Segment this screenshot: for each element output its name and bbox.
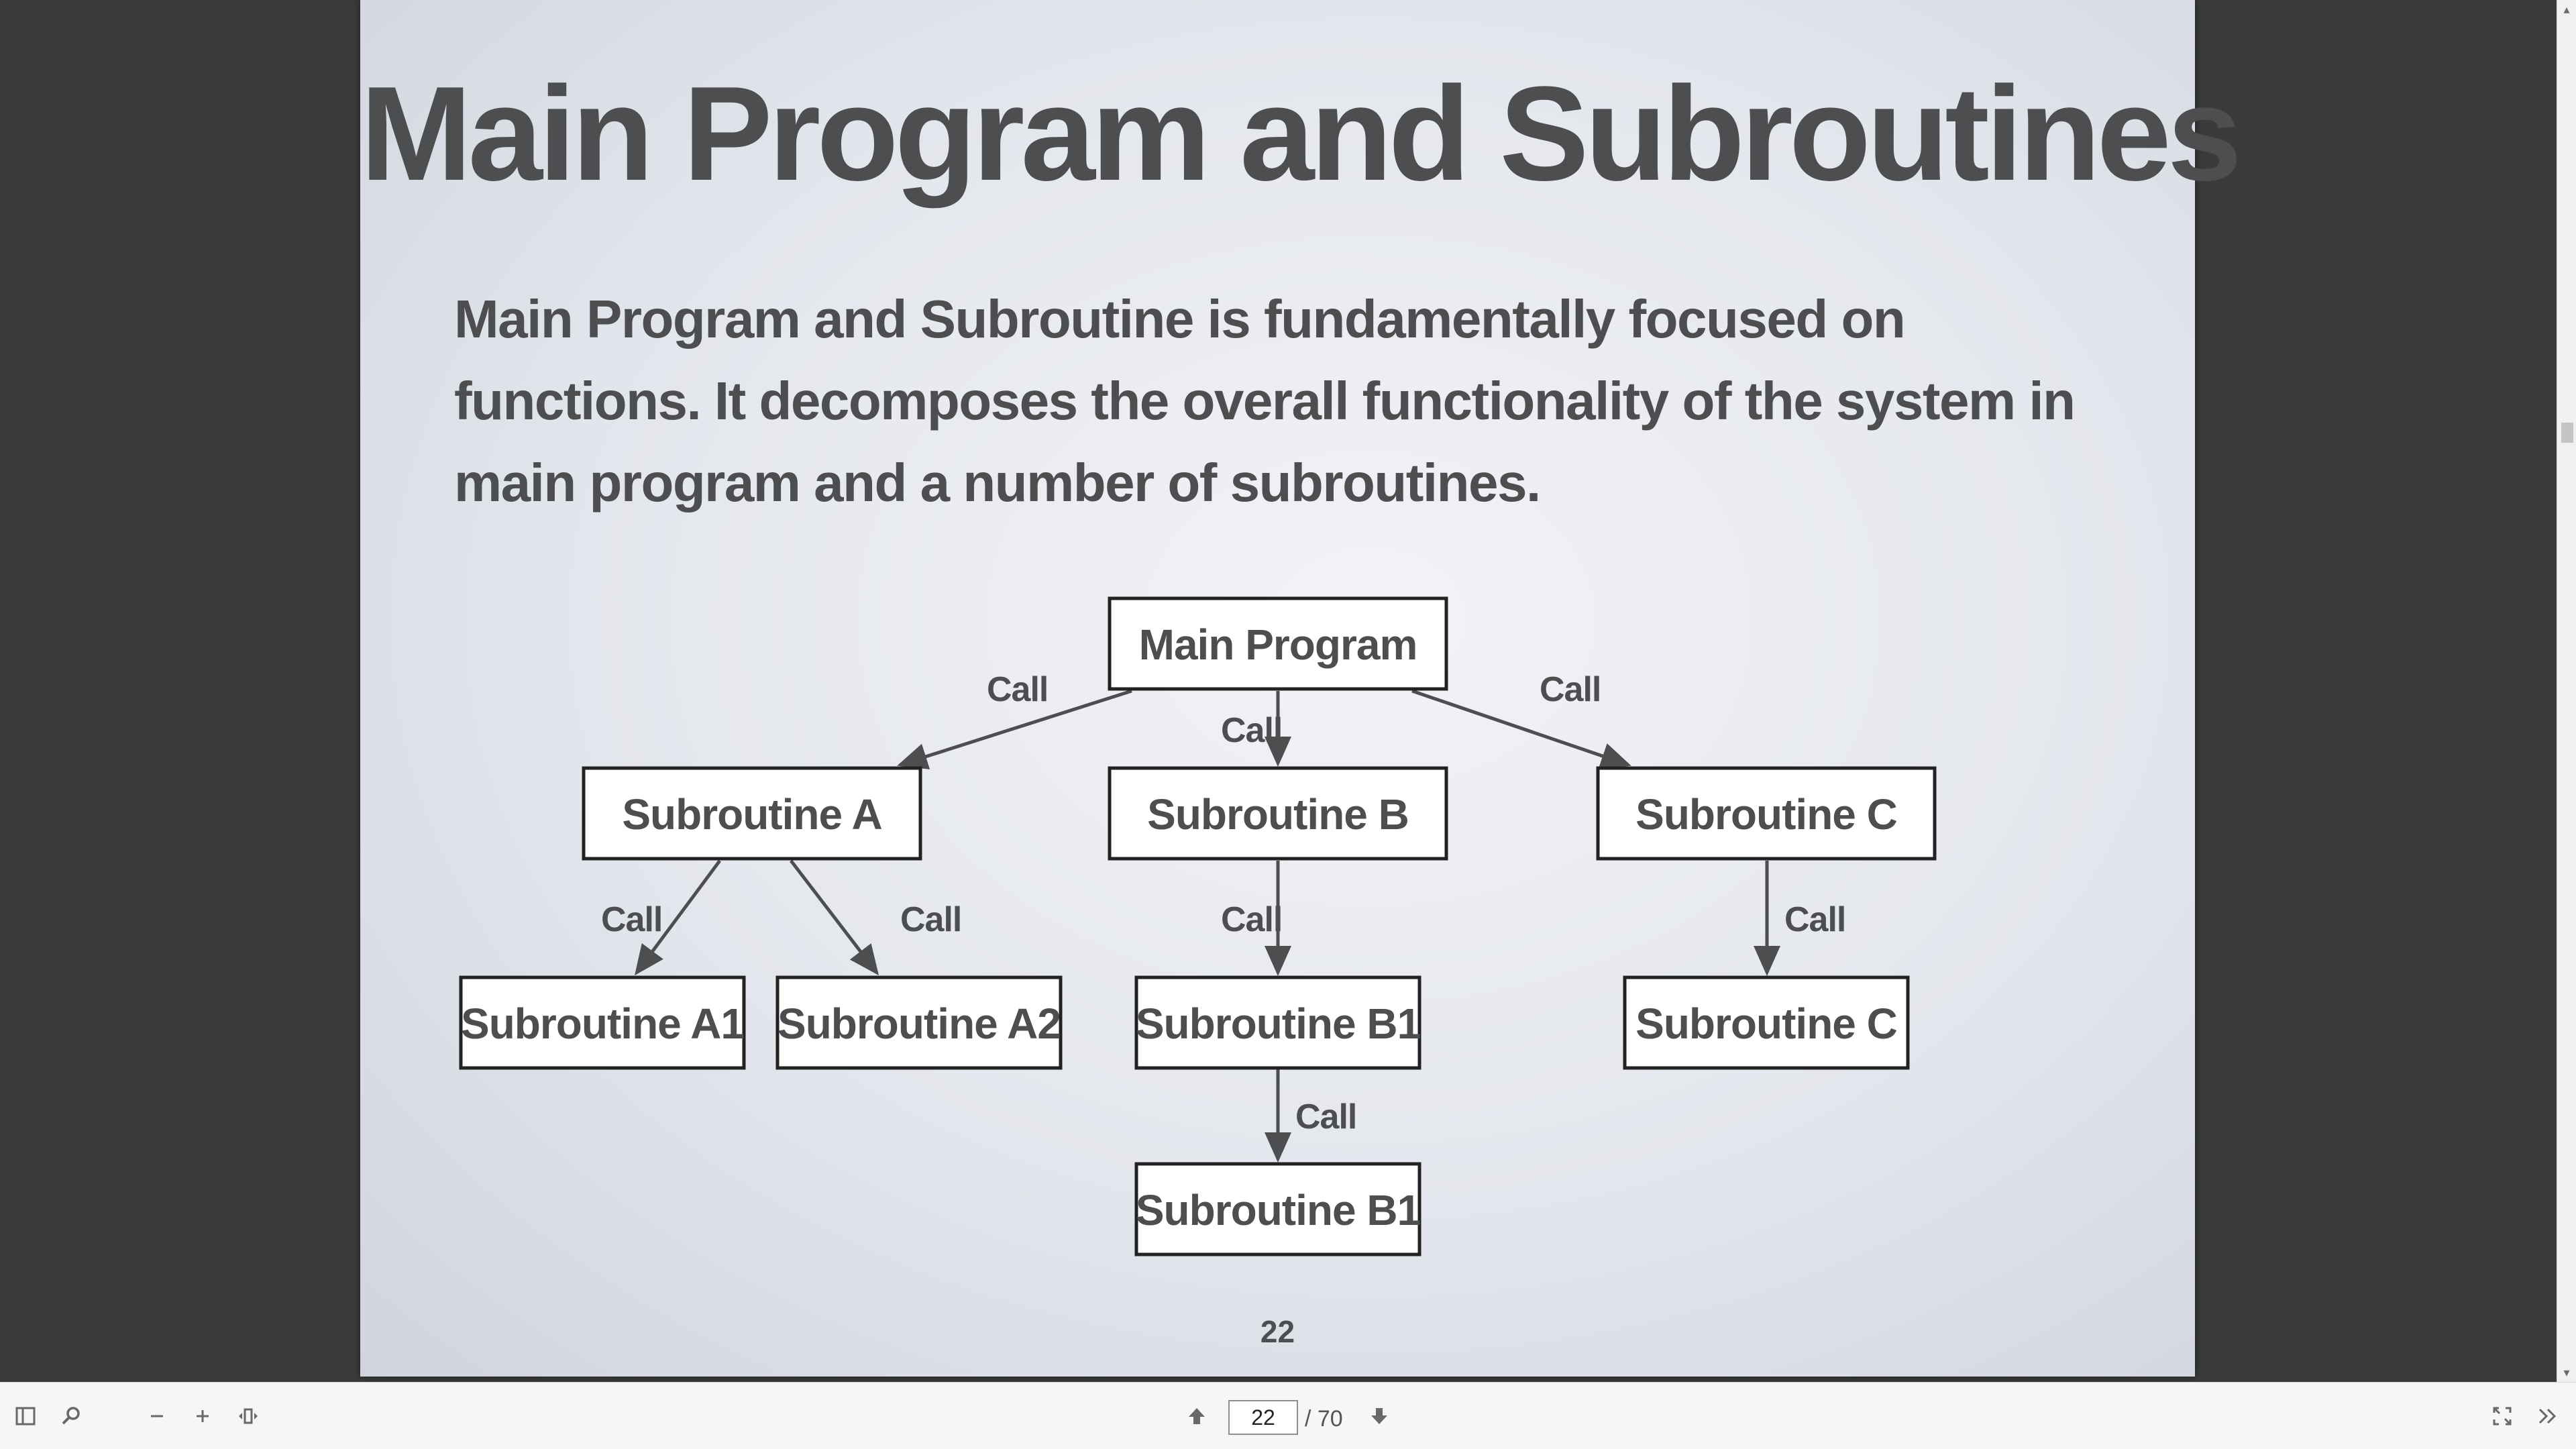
document-viewer: Main Program and Subroutines Main Progra… (360, 0, 2576, 1382)
call-label-a-a1: Call (601, 900, 662, 939)
node-subroutine-c-child: Subroutine C (1623, 975, 1910, 1070)
node-label: Subroutine B1 (1136, 1000, 1420, 1048)
edge-main-to-a (897, 689, 1132, 769)
call-label-b-b1: Call (1221, 900, 1282, 939)
call-label-c-c: Call (1784, 900, 1845, 939)
fullscreen-icon[interactable] (2486, 1400, 2518, 1432)
node-label: Subroutine A2 (777, 1000, 1061, 1048)
call-label-main-b: Call (1221, 711, 1282, 750)
node-subroutine-b1-child: Subroutine B1 (1134, 1162, 1421, 1256)
edge-a-to-a1 (635, 859, 722, 976)
viewer-toolbar: / 70 (0, 1382, 2576, 1449)
node-label: Subroutine B (1147, 790, 1409, 839)
node-label: Main Program (1139, 621, 1417, 669)
previous-page-icon[interactable] (1181, 1400, 1213, 1432)
sidebar-toggle-icon[interactable] (9, 1400, 42, 1432)
call-label-b1-b1: Call (1295, 1097, 1356, 1136)
zoom-in-icon[interactable] (186, 1400, 219, 1432)
node-subroutine-a: Subroutine A (582, 766, 922, 861)
pdf-page: Main Program and Subroutines Main Progra… (360, 0, 2242, 1377)
edge-main-to-c (1411, 689, 1631, 769)
call-label-main-c: Call (1540, 670, 1601, 709)
call-label-a-a2: Call (900, 900, 961, 939)
node-label: Subroutine B1 (1136, 1186, 1420, 1234)
node-label: Subroutine C (1635, 1000, 1897, 1048)
vertical-scrollbar[interactable]: ▴ ▾ (2557, 0, 2576, 1382)
zoom-out-icon[interactable] (141, 1400, 173, 1432)
node-subroutine-a2: Subroutine A2 (775, 975, 1063, 1070)
total-pages-label: / 70 (1305, 1406, 1343, 1432)
node-subroutine-c: Subroutine C (1596, 766, 1937, 861)
slide-title: Main Program and Subroutines (360, 59, 2242, 209)
fit-width-icon[interactable] (232, 1400, 264, 1432)
node-subroutine-a1: Subroutine A1 (459, 975, 746, 1070)
node-label: Subroutine A (622, 790, 881, 839)
scrollbar-thumb[interactable] (2561, 423, 2573, 443)
page-number-input[interactable] (1228, 1400, 1298, 1435)
edge-a-to-a2 (790, 859, 879, 975)
call-label-main-a: Call (987, 670, 1048, 709)
more-tools-icon[interactable] (2532, 1400, 2564, 1432)
slide-body-text: Main Program and Subroutine is fundament… (454, 289, 2076, 513)
search-icon[interactable] (55, 1400, 87, 1432)
scroll-down-arrow-icon[interactable]: ▾ (2563, 1366, 2570, 1379)
node-label: Subroutine A1 (461, 1000, 744, 1048)
node-subroutine-b1: Subroutine B1 (1134, 975, 1421, 1070)
node-subroutine-b: Subroutine B (1108, 766, 1448, 861)
node-main-program: Main Program (1108, 596, 1448, 691)
node-label: Subroutine C (1635, 790, 1897, 839)
slide-page-number: 22 (1260, 1314, 1295, 1349)
call-hierarchy-diagram: Call Call Call Call Call Call Call Call … (459, 596, 1937, 1256)
scroll-up-arrow-icon[interactable]: ▴ (2563, 3, 2570, 16)
next-page-icon[interactable] (1363, 1400, 1395, 1432)
